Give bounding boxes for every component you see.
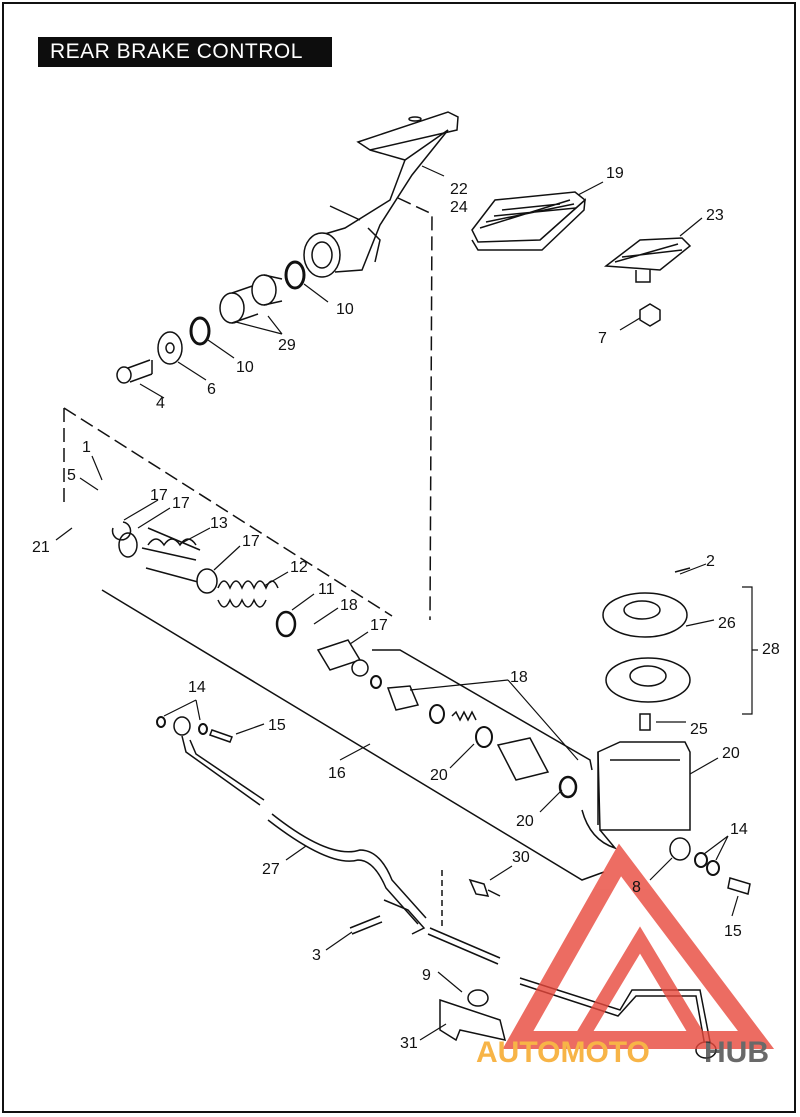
part-labels: 1 2 3 4 5 6 7 8 9 10 10 11 12 13 14 14 1…	[32, 165, 780, 1052]
label-17a: 17	[150, 487, 168, 504]
label-6: 6	[207, 381, 216, 398]
label-15b: 15	[724, 923, 742, 940]
pedal-pad	[471, 191, 587, 251]
label-26: 26	[718, 615, 736, 632]
watermark-text-b: HUB	[704, 1036, 769, 1069]
leader-lines	[55, 165, 739, 1041]
brake-rod-bracket	[439, 977, 717, 1059]
label-13: 13	[210, 515, 228, 532]
brake-line	[181, 735, 501, 965]
label-7: 7	[598, 330, 607, 347]
label-17b: 17	[172, 495, 190, 512]
label-31: 31	[400, 1035, 418, 1052]
label-21: 21	[32, 539, 50, 556]
label-9: 9	[422, 967, 431, 984]
diagram-title: REAR BRAKE CONTROL	[38, 37, 332, 67]
label-14b: 14	[730, 821, 748, 838]
label-27: 27	[262, 861, 280, 878]
label-17c: 17	[242, 533, 260, 550]
label-2: 2	[706, 553, 715, 570]
washer-and-screw	[116, 331, 183, 384]
label-16: 16	[328, 765, 346, 782]
label-11: 11	[318, 581, 335, 598]
label-15a: 15	[268, 717, 286, 734]
watermark-text-a: AUTOMOTO	[476, 1036, 650, 1069]
label-14a: 14	[188, 679, 206, 696]
label-30: 30	[512, 849, 530, 866]
boot-and-spring	[111, 521, 297, 638]
label-18a: 18	[340, 597, 358, 614]
label-18b: 18	[510, 669, 528, 686]
fasteners-right	[669, 837, 751, 895]
bushings	[189, 260, 306, 346]
label-24: 24	[450, 199, 468, 216]
label-25: 25	[690, 721, 708, 738]
label-12: 12	[290, 559, 308, 576]
label-4: 4	[156, 395, 165, 412]
switch-and-screw	[349, 870, 501, 935]
label-22: 22	[450, 181, 468, 198]
dashed-leader	[397, 197, 433, 621]
label-5: 5	[67, 467, 76, 484]
foot-pad	[603, 237, 692, 327]
label-23: 23	[706, 207, 724, 224]
watermark-logo: AUTOMOTO HUB	[476, 843, 775, 1069]
label-17d: 17	[370, 617, 388, 634]
label-20c: 20	[722, 745, 740, 762]
label-10b: 10	[236, 359, 254, 376]
label-1: 1	[82, 439, 91, 456]
brake-pedal	[303, 111, 459, 278]
pushrod-piston	[101, 589, 605, 881]
label-19: 19	[606, 165, 624, 182]
label-3: 3	[312, 947, 321, 964]
master-cylinder	[581, 567, 691, 850]
label-20b: 20	[516, 813, 534, 830]
label-20a: 20	[430, 767, 448, 784]
label-8: 8	[632, 879, 641, 896]
label-28: 28	[762, 641, 780, 658]
label-10a: 10	[336, 301, 354, 318]
label-29: 29	[278, 337, 296, 354]
fasteners-left	[156, 716, 233, 743]
